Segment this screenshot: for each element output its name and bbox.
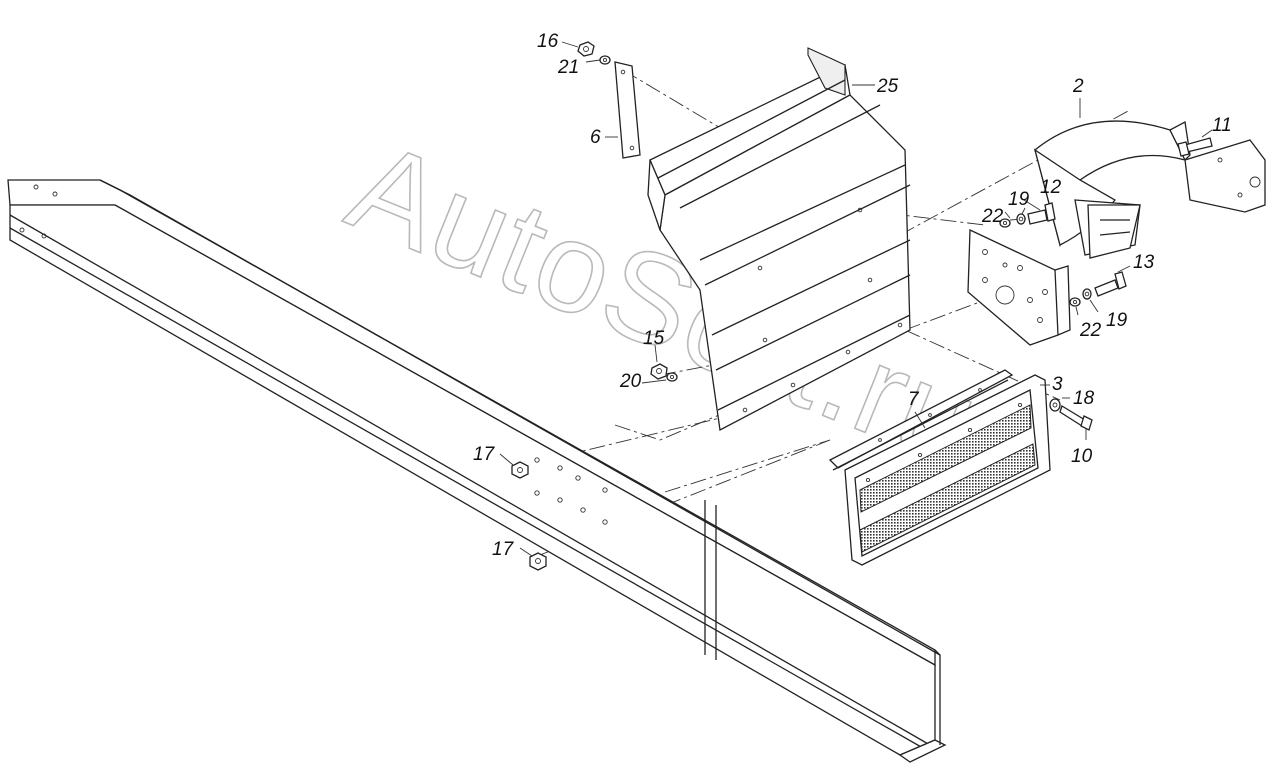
callout-10: 10 — [1071, 446, 1093, 467]
bolt-part-13 — [1094, 271, 1127, 297]
callout-21: 21 — [557, 57, 579, 78]
callout-15: 15 — [643, 328, 665, 349]
strip-plate-part-6 — [614, 61, 641, 159]
callout-22-lower: 22 — [1079, 320, 1102, 341]
bolt-part-12 — [1027, 202, 1056, 225]
callout-17-upper: 17 — [473, 444, 496, 465]
clamp-strip-part-7 — [828, 369, 1014, 471]
callout-25: 25 — [876, 76, 899, 97]
fender-shield-part-25 — [647, 47, 911, 432]
callout-17-lower: 17 — [492, 539, 515, 560]
nut-part-16 — [577, 41, 595, 57]
callout-20: 20 — [619, 371, 642, 392]
callout-7: 7 — [908, 389, 920, 410]
callout-6: 6 — [590, 127, 601, 148]
bracket-part-2 — [1033, 120, 1266, 259]
leader-lines — [499, 41, 1213, 557]
nut-part-15 — [650, 363, 668, 380]
callout-2: 2 — [1072, 76, 1084, 97]
nut-part-17-lower — [529, 552, 547, 571]
washer-part-18 — [1049, 398, 1061, 412]
mud-flap-part-3 — [844, 374, 1051, 566]
callout-labels: 16 21 6 25 2 11 12 19 22 13 22 19 15 20 … — [473, 31, 1232, 560]
frame-rail — [7, 179, 947, 763]
washer-part-19-upper — [1016, 213, 1026, 225]
washer-part-20 — [666, 372, 678, 382]
washer-part-21 — [599, 55, 611, 65]
bolt-part-10 — [1059, 405, 1093, 431]
callout-19-upper: 19 — [1008, 189, 1030, 210]
washer-part-22-lower — [1069, 297, 1081, 307]
mounting-plate — [967, 228, 1071, 346]
bolt-part-11 — [1177, 137, 1213, 157]
callout-22-upper: 22 — [981, 206, 1004, 227]
callout-3: 3 — [1052, 374, 1063, 395]
callout-12: 12 — [1040, 177, 1062, 198]
washer-part-22-upper — [999, 218, 1011, 228]
callout-13: 13 — [1133, 252, 1155, 273]
callout-16: 16 — [537, 31, 559, 52]
callout-18: 18 — [1073, 388, 1095, 409]
callout-11: 11 — [1212, 115, 1232, 136]
nut-part-17-upper — [511, 461, 529, 479]
callout-19-lower: 19 — [1106, 310, 1128, 331]
washer-part-19-lower — [1082, 288, 1092, 300]
